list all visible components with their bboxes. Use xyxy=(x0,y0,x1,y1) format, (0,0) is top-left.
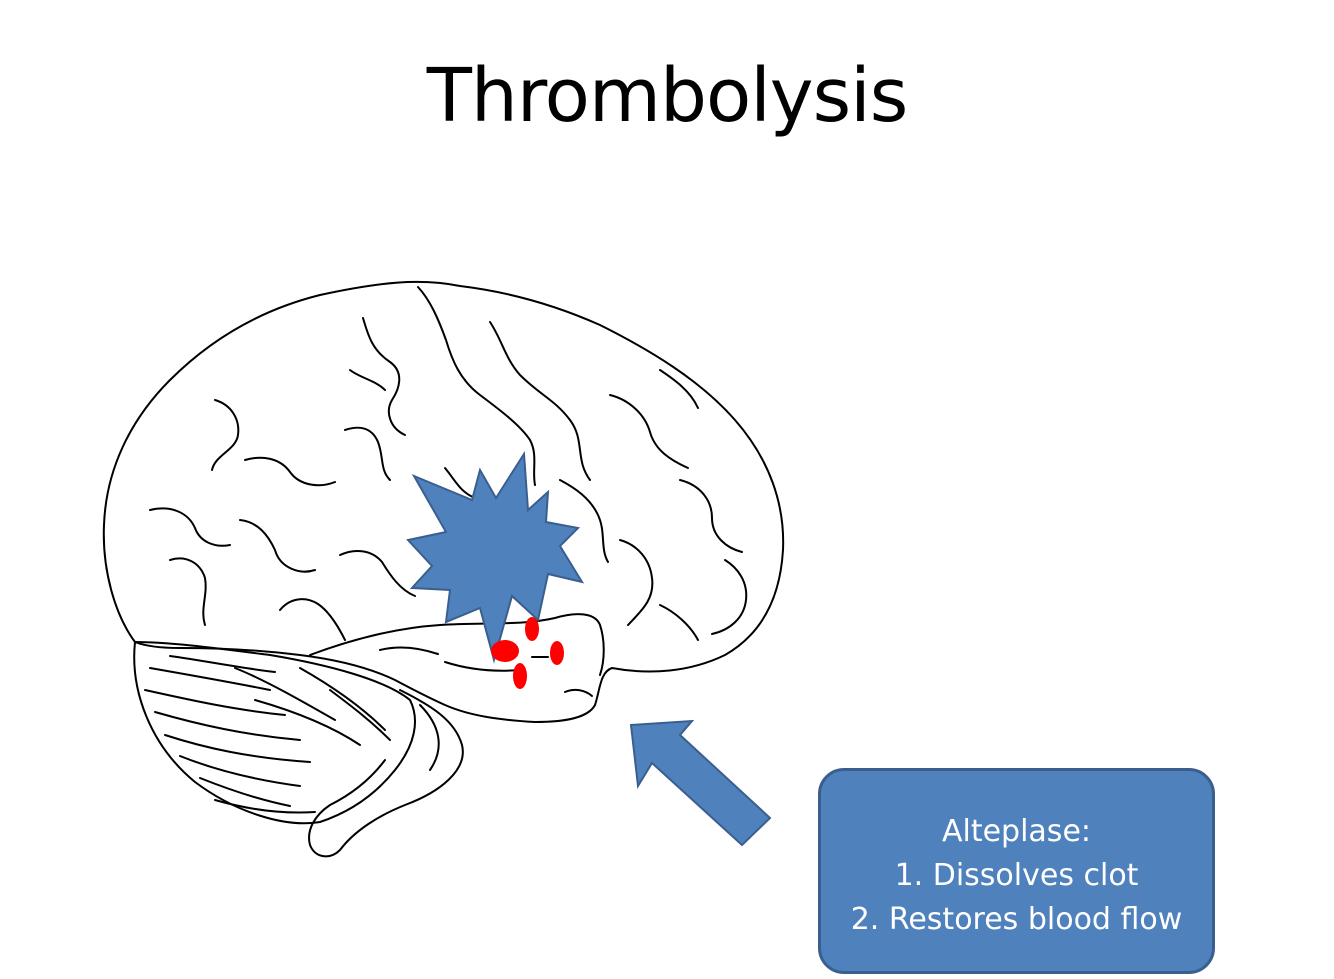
stroke-burst-icon xyxy=(406,450,585,664)
clot-fragment xyxy=(513,663,527,689)
pointer-arrow-icon xyxy=(629,719,772,847)
slide-title: Thrombolysis xyxy=(426,53,909,139)
callout-item-dissolves-clot: 1. Dissolves clot xyxy=(894,858,1139,893)
alteplase-callout: Alteplase: 1. Dissolves clot 2. Restores… xyxy=(818,768,1215,974)
cerebrum xyxy=(102,280,785,723)
clot-fragment xyxy=(550,641,564,665)
clot-fragment xyxy=(491,640,519,662)
callout-item-restores-flow: 2. Restores blood flow xyxy=(850,902,1183,937)
callout-heading: Alteplase: xyxy=(941,814,1092,849)
clot-fragment xyxy=(525,617,539,641)
clot-fragments xyxy=(491,617,564,689)
cerebellum xyxy=(133,641,416,825)
brain-stem xyxy=(308,689,464,858)
